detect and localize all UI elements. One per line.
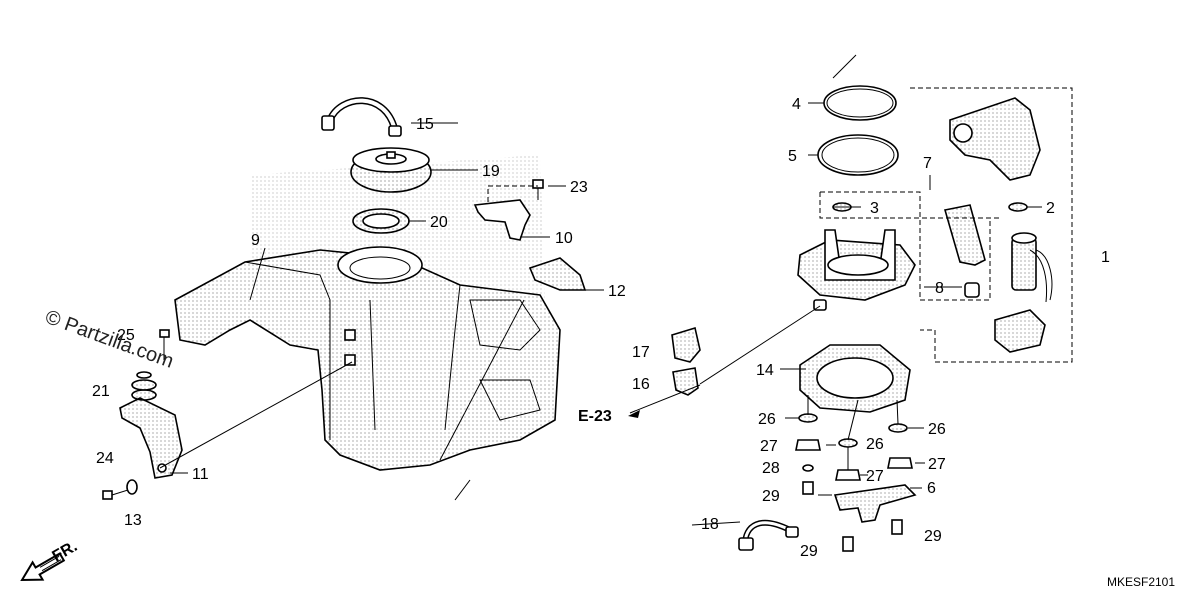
washer-26-left[interactable] bbox=[798, 413, 818, 423]
bolt-29-right[interactable] bbox=[891, 519, 903, 535]
callout-29-bottom: 29 bbox=[800, 543, 818, 560]
callout-19: 19 bbox=[482, 163, 500, 180]
washer-26-mid[interactable] bbox=[838, 438, 858, 448]
nut-27-mid[interactable] bbox=[835, 469, 861, 481]
nut-27-right[interactable] bbox=[887, 457, 913, 469]
leader-lines bbox=[159, 54, 1042, 526]
o-ring-large[interactable] bbox=[823, 85, 897, 121]
callout-24: 24 bbox=[96, 450, 114, 467]
float-filter[interactable] bbox=[964, 282, 980, 298]
reference-label[interactable]: E-23 bbox=[578, 408, 612, 425]
reference-arrow-icon bbox=[628, 410, 640, 418]
callout-17: 17 bbox=[632, 344, 650, 361]
washer-2[interactable] bbox=[1008, 202, 1028, 212]
callout-20: 20 bbox=[430, 214, 448, 231]
callout-1: 1 bbox=[1101, 249, 1110, 266]
callout-29-right: 29 bbox=[924, 528, 942, 545]
front-direction-arrow-icon bbox=[20, 552, 66, 582]
rubber-collar[interactable] bbox=[131, 371, 157, 401]
callout-10: 10 bbox=[555, 230, 573, 247]
callout-5: 5 bbox=[788, 148, 797, 165]
pump-base[interactable] bbox=[797, 229, 916, 311]
fuel-cap[interactable] bbox=[350, 147, 432, 193]
diagram-code: MKESF2101 bbox=[1107, 575, 1175, 589]
pump-gasket[interactable] bbox=[799, 344, 911, 413]
kit-box bbox=[910, 87, 1073, 363]
callout-15: 15 bbox=[416, 116, 434, 133]
mount-bolt-upper[interactable] bbox=[159, 329, 170, 360]
callout-25: 25 bbox=[117, 327, 135, 344]
callout-16: 16 bbox=[632, 376, 650, 393]
callout-7: 7 bbox=[923, 155, 932, 172]
washer-26-right[interactable] bbox=[888, 423, 908, 433]
watermark: © Partzilla.com bbox=[42, 306, 176, 373]
mount-washer[interactable] bbox=[126, 479, 138, 495]
callout-9: 9 bbox=[251, 232, 260, 249]
callout-27-left: 27 bbox=[760, 438, 778, 455]
callout-3: 3 bbox=[870, 200, 879, 217]
callout-26-mid: 26 bbox=[866, 436, 884, 453]
mount-bolt-lower[interactable] bbox=[102, 489, 129, 500]
callout-26-right: 26 bbox=[928, 421, 946, 438]
pump-regulator[interactable] bbox=[994, 309, 1046, 353]
bracket-bolt[interactable] bbox=[532, 179, 544, 200]
retaining-plate[interactable] bbox=[833, 484, 917, 523]
callout-21: 21 bbox=[92, 383, 110, 400]
level-float[interactable] bbox=[943, 204, 986, 266]
callout-27-right: 27 bbox=[928, 456, 946, 473]
callout-6: 6 bbox=[927, 480, 936, 497]
fuel-level-sender[interactable] bbox=[949, 97, 1041, 181]
callout-29-left: 29 bbox=[762, 488, 780, 505]
callout-28: 28 bbox=[762, 460, 780, 477]
leader-bracket-box bbox=[487, 185, 538, 202]
bolt-29-bottom[interactable] bbox=[842, 536, 854, 552]
wire-harness[interactable] bbox=[738, 519, 799, 551]
tank-side-bracket[interactable] bbox=[119, 397, 183, 479]
callout-13: 13 bbox=[124, 512, 142, 529]
hose-clip[interactable] bbox=[671, 326, 701, 363]
callout-14: 14 bbox=[756, 362, 774, 379]
callout-2: 2 bbox=[1046, 200, 1055, 217]
bolt-29-left[interactable] bbox=[802, 481, 814, 495]
cap-gasket[interactable] bbox=[352, 208, 410, 234]
cap-bracket[interactable] bbox=[473, 199, 531, 241]
pump-seal-ring[interactable] bbox=[817, 134, 899, 176]
callout-18: 18 bbox=[701, 516, 719, 533]
callout-4: 4 bbox=[792, 96, 801, 113]
nut-27-left[interactable] bbox=[795, 439, 821, 451]
callout-23: 23 bbox=[570, 179, 588, 196]
callout-8: 8 bbox=[935, 280, 944, 297]
breather-tube[interactable] bbox=[321, 97, 402, 137]
callout-11: 11 bbox=[192, 466, 209, 483]
kit-box-inner bbox=[820, 191, 991, 301]
lock-washer[interactable] bbox=[802, 464, 814, 472]
callout-27-mid: 27 bbox=[866, 468, 884, 485]
kit-box-inner-2 bbox=[819, 192, 1000, 219]
callout-12: 12 bbox=[608, 283, 626, 300]
callout-26-left: 26 bbox=[758, 411, 776, 428]
fuel-pump-motor[interactable] bbox=[1011, 232, 1053, 303]
